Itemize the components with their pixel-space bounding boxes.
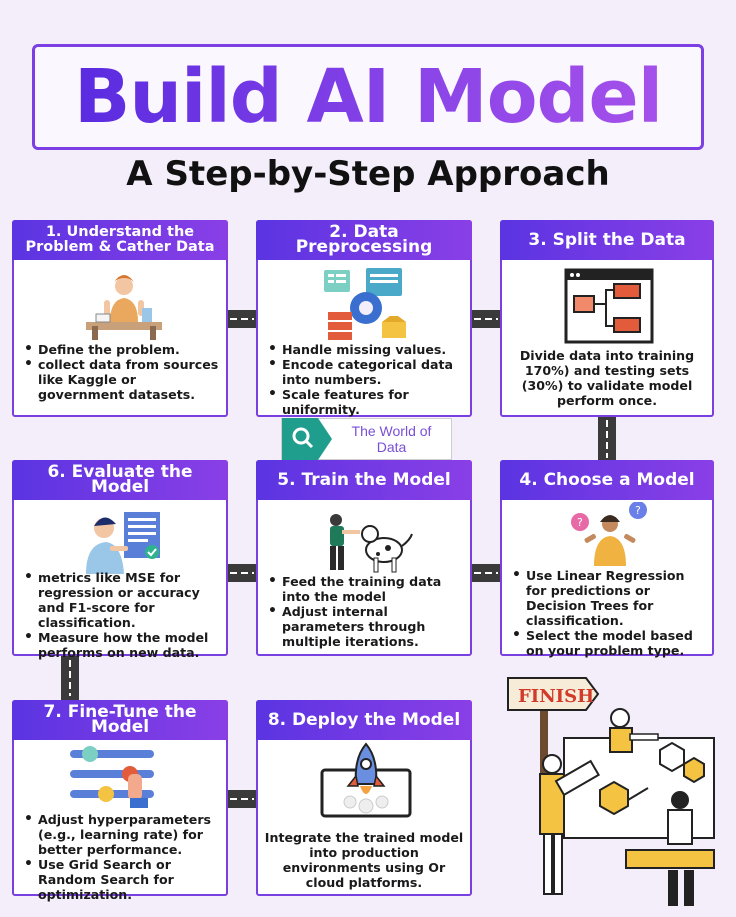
step-card-3-body: Divide data into training 170%) and test… [519,348,695,408]
step-card-8-header: 8. Deploy the Model [256,700,472,740]
title-box: Build AI Model [32,44,704,150]
step-card-4: 4. Choose a Model ? ? Use Linear Regress… [500,460,714,658]
report-person-illustration [86,512,160,574]
connector-2-3 [470,310,502,328]
finish-sign-text: FINISH [518,686,594,707]
step-card-1-bullet-1: Define the problem. [24,342,220,357]
dog-training-illustration [330,514,413,573]
finish-illustration: FINISH [507,677,715,906]
step-card-2-body: Handle missing values. Encode categorica… [268,342,464,417]
connector-1-2 [226,310,258,328]
step-card-3-header: 3. Split the Data [500,220,714,260]
step-card-7-bullet-1: Adjust hyperparameters (e.g., learning r… [24,812,220,857]
step-card-1-title-line1: 1. Understand the [45,224,195,240]
svg-text:?: ? [635,504,641,517]
connector-6-7 [61,656,79,700]
step-card-6-body: metrics like MSE for regression or accur… [24,570,220,660]
watermark-badge: The World of Data [281,418,452,460]
step-card-8: 8. Deploy the Model Integrate the traine… [256,700,472,896]
thinking-person-illustration [86,275,162,340]
connector-4-5 [470,564,502,582]
step-card-3: 3. Split the Data Divide data into train… [500,220,714,417]
step-card-7: 7. Fine-Tune the Model Adjust hyperparam… [12,700,228,902]
connector-5-6 [226,564,258,582]
connector-7-8 [226,790,258,808]
step-card-2-bullet-2: Encode categorical data into numbers. [268,357,464,387]
step-card-5: 5. Train the Model Feed the training dat… [256,460,472,656]
step-card-6-bullet-2: Measure how the model performs on new da… [24,630,220,660]
step-card-6: 6. Evaluate the Model metrics like MSE f… [12,460,228,660]
step-card-6-bullet-1: metrics like MSE for regression or accur… [24,570,220,630]
step-card-5-bullet-1: Feed the training data into the model [268,574,464,604]
step-card-4-bullet-1: Use Linear Regression for predictions or… [512,568,706,628]
svg-text:?: ? [577,516,583,529]
page-title: Build AI Model [73,54,663,140]
page-subtitle: A Step-by-Step Approach [126,154,610,194]
step-card-4-body: Use Linear Regression for predictions or… [512,568,706,658]
step-card-8-body: Integrate the trained model into product… [264,830,464,890]
step-card-1-title-line2: Problem & Cather Data [25,239,215,255]
step-card-4-header: 4. Choose a Model [500,460,714,500]
step-card-1-body: Define the problem. collect data from so… [24,342,220,402]
step-card-2-bullet-1: Handle missing values. [268,342,464,357]
step-card-1: 1. Understand the Problem & Cather Data … [12,220,228,417]
data-gear-illustration [324,268,406,340]
watermark-line2: Data [376,439,407,455]
rocket-laptop-illustration [320,742,412,818]
step-card-1-header: 1. Understand the Problem & Cather Data [12,220,228,260]
step-card-2: 2. Data Preprocessing Handle missing val… [256,220,472,417]
step-card-4-bullet-2: Select the model based on your problem t… [512,628,706,658]
watermark-line1: The World of [351,423,432,439]
step-card-5-body: Feed the training data into the model Ad… [268,574,464,649]
step-card-2-bullet-3: Scale features for uniformity. [268,387,464,417]
watermark-text: The World of Data [332,423,451,455]
step-card-7-body: Adjust hyperparameters (e.g., learning r… [24,812,220,902]
step-card-7-header: 7. Fine-Tune the Model [12,700,228,740]
step-card-5-header: 5. Train the Model [256,460,472,500]
step-card-7-bullet-2: Use Grid Search or Random Search for opt… [24,857,220,902]
step-card-6-header: 6. Evaluate the Model [12,460,228,500]
step-card-1-bullet-2: collect data from sources like Kaggle or… [24,357,220,402]
search-icon [282,418,332,460]
connector-3-4 [598,416,616,462]
question-person-illustration: ? ? [571,502,647,566]
step-card-2-header: 2. Data Preprocessing [256,220,472,260]
slider-hand-illustration [70,746,154,808]
folder-tree-illustration [564,268,654,344]
step-card-5-bullet-2: Adjust internal parameters through multi… [268,604,464,649]
